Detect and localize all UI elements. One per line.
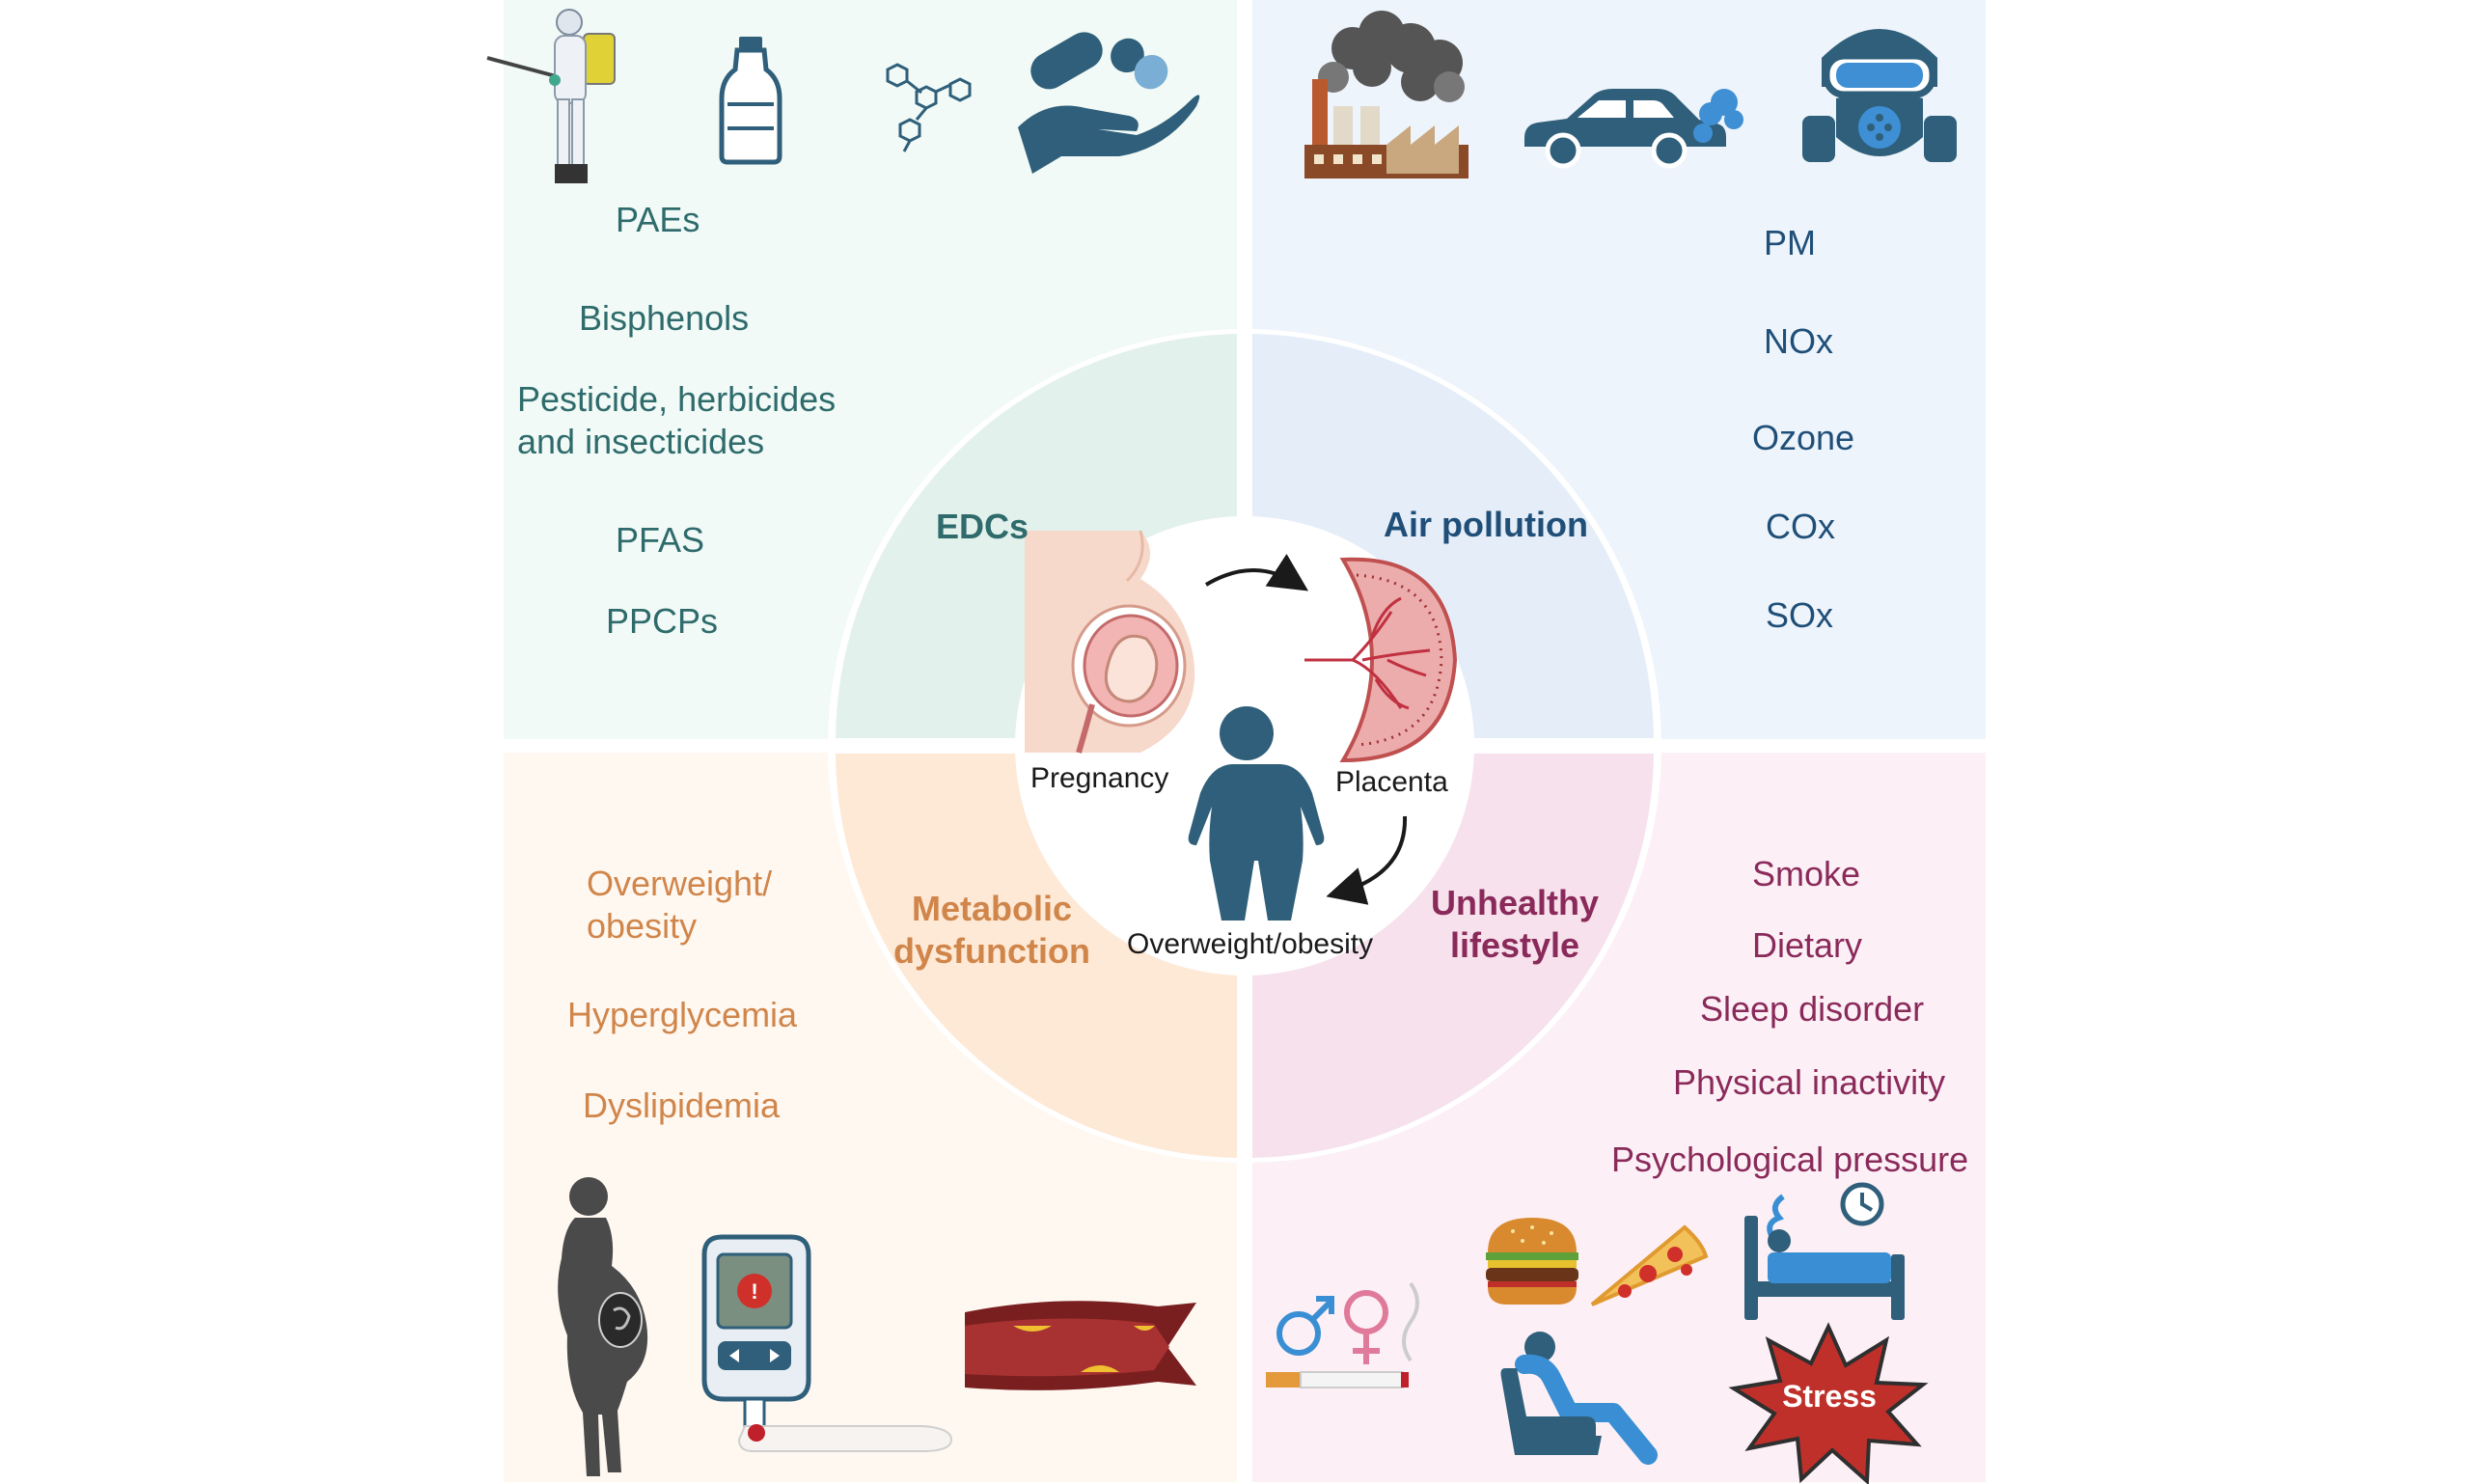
metabolic-item: Overweight/	[587, 864, 773, 903]
sprayer-person-icon	[486, 9, 616, 183]
lifestyle-title-line1: Unhealthy	[1430, 883, 1600, 922]
lifestyle-item: Dietary	[1752, 925, 1863, 965]
stress-burst-icon	[1728, 1322, 1929, 1484]
cigarette-icon	[1266, 1371, 1409, 1388]
artery-plaque-icon	[965, 1301, 1196, 1390]
lifestyle-item: Sleep disorder	[1700, 989, 1925, 1029]
air-pollution-title: Air pollution	[1384, 505, 1588, 544]
pregnant-belly-icon	[1025, 530, 1195, 754]
car-exhaust-icon	[1524, 89, 1743, 169]
edcs-item: PAEs	[616, 200, 700, 239]
metabolic-item: Hyperglycemia	[567, 995, 798, 1034]
air-pollution-item: Ozone	[1752, 418, 1855, 457]
edcs-item: and insecticides	[517, 422, 765, 461]
plastic-bottle-icon	[719, 37, 782, 165]
lifestyle-title-line2: lifestyle	[1449, 924, 1580, 965]
edcs-title: EDCs	[935, 507, 1029, 546]
burger-icon	[1486, 1218, 1578, 1305]
pills-hand-icon	[1018, 32, 1200, 174]
gender-symbols-icon	[1276, 1281, 1419, 1364]
air-pollution-item: PM	[1764, 223, 1816, 262]
pregnant-woman-icon	[558, 1177, 648, 1476]
metabolic-title: Metabolic dysfunction	[886, 888, 1098, 973]
bed-clock-icon	[1744, 1182, 1905, 1320]
armchair-person-icon	[1500, 1332, 1658, 1465]
edcs-item: Bisphenols	[579, 298, 750, 338]
lifestyle-item: Psychological pressure	[1611, 1140, 1969, 1179]
edcs-item: PFAS	[616, 520, 705, 560]
placenta-label: Placenta	[1335, 766, 1448, 798]
edcs-item: Pesticide, herbicides	[517, 379, 837, 419]
edcs-item: PPCPs	[606, 601, 719, 641]
metabolic-item: Dyslipidemia	[583, 1086, 781, 1125]
lifestyle-item: Physical inactivity	[1673, 1062, 1946, 1102]
air-pollution-item: SOx	[1766, 595, 1834, 635]
air-pollution-item: COx	[1766, 507, 1835, 546]
stress-label: Stress	[1782, 1379, 1877, 1414]
air-pollution-item: NOx	[1764, 321, 1833, 361]
factory-smoke-icon	[1304, 11, 1468, 179]
metabolic-item: obesity	[587, 906, 698, 946]
obese-person-icon	[1188, 706, 1325, 921]
metabolic-title-line1: Metabolic	[911, 889, 1073, 928]
lifestyle-title: Unhealthy lifestyle	[1409, 882, 1621, 967]
glucometer-icon: !	[701, 1234, 953, 1452]
obesity-label: Overweight/obesity	[1127, 928, 1374, 960]
pregnancy-label: Pregnancy	[1030, 762, 1169, 794]
metabolic-title-line2: dysfunction	[893, 930, 1090, 971]
pizza-icon	[1590, 1224, 1709, 1306]
lifestyle-item: Smoke	[1752, 854, 1861, 893]
placenta-icon	[1304, 557, 1458, 763]
gas-mask-icon	[1802, 29, 1957, 162]
svg-text:!: !	[751, 1279, 757, 1304]
molecule-icon	[886, 63, 972, 152]
